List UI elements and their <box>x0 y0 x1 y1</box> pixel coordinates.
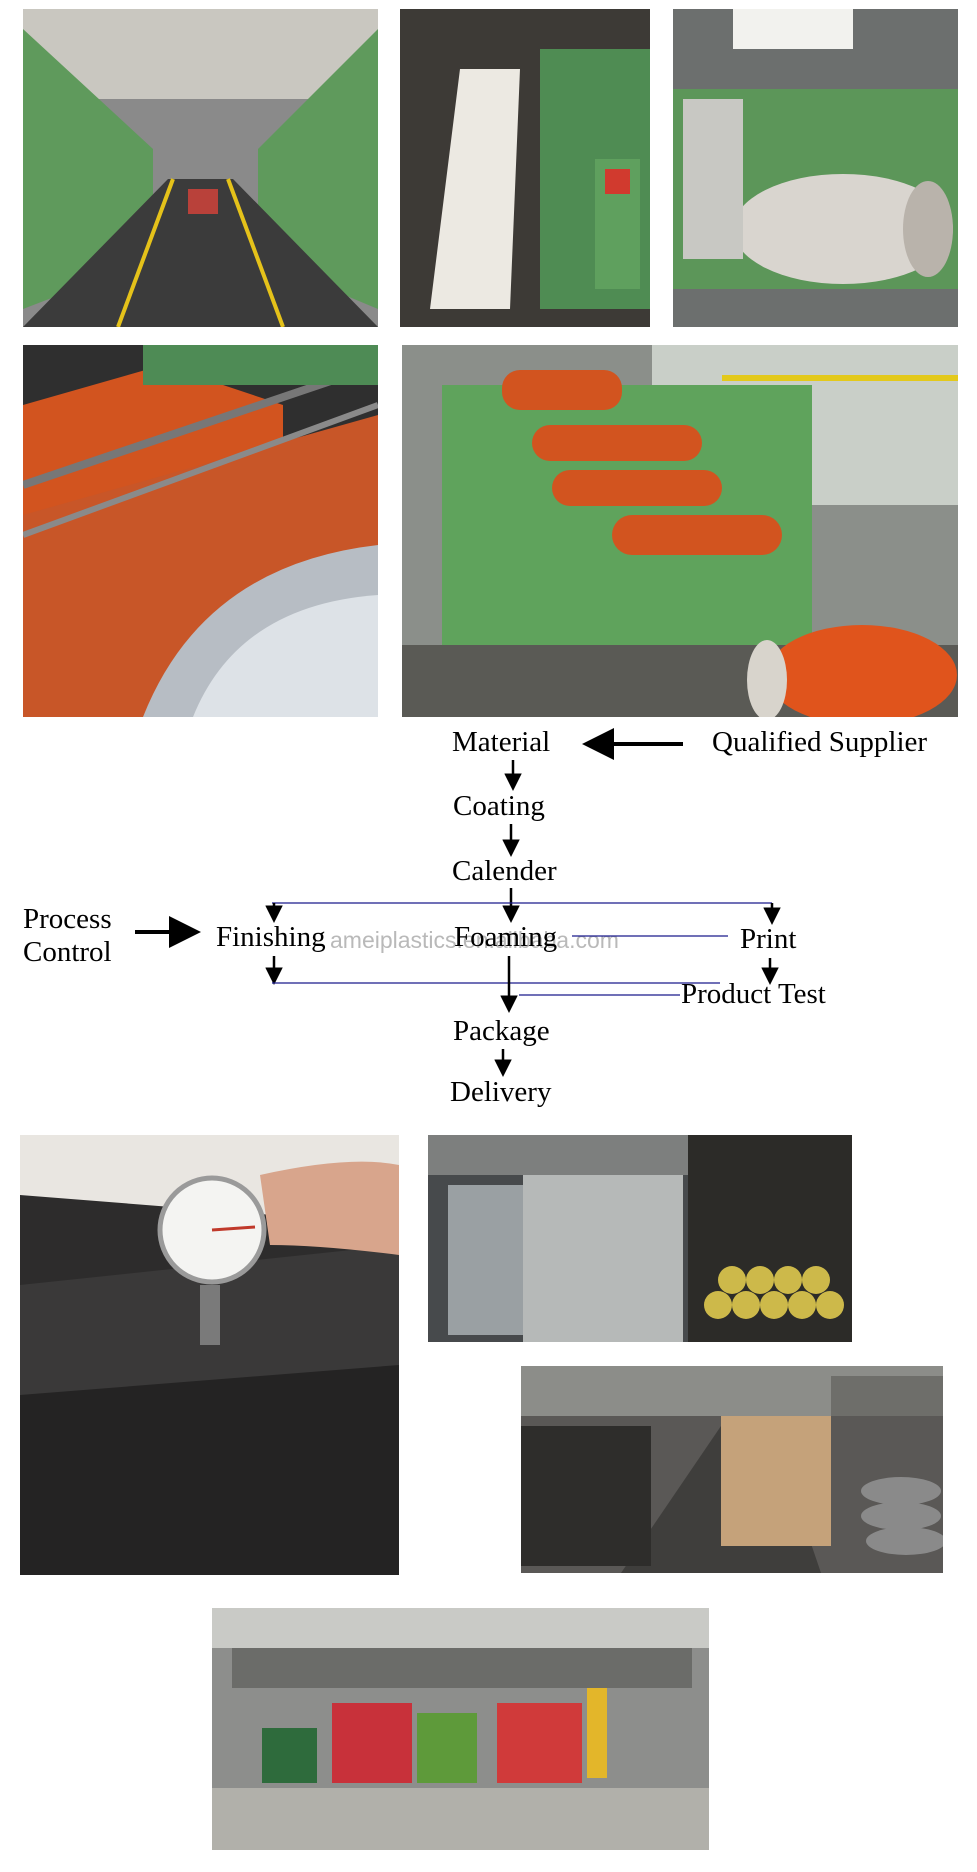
container-loading-photo <box>428 1135 852 1342</box>
watermark-text: ameiplastics.en.alibaba.com <box>330 927 619 953</box>
node-coating: Coating <box>453 790 545 822</box>
roll-winding-photo <box>673 9 958 327</box>
trucks-dock-photo <box>212 1608 709 1850</box>
orange-rolls-line-photo <box>402 345 958 717</box>
node-qualified-supplier: Qualified Supplier <box>712 726 927 758</box>
orange-sheet-closeup-photo <box>23 345 378 717</box>
node-process-control-line1: Process <box>23 903 112 935</box>
factory-aisle-photo <box>23 9 378 327</box>
process-flowchart: ameiplastics.en.alibaba.com Material Qua… <box>0 720 977 1110</box>
node-foaming: Foaming <box>454 921 557 953</box>
node-calender: Calender <box>452 855 557 887</box>
thickness-gauge-photo <box>20 1135 399 1575</box>
sheet-extrusion-photo <box>400 9 650 327</box>
node-process-control-line2: Control <box>23 936 112 968</box>
node-print: Print <box>740 923 796 955</box>
node-delivery: Delivery <box>450 1076 552 1108</box>
warehouse-photo <box>521 1366 943 1573</box>
node-material: Material <box>452 726 550 758</box>
node-finishing: Finishing <box>216 921 326 953</box>
node-package: Package <box>453 1015 550 1047</box>
